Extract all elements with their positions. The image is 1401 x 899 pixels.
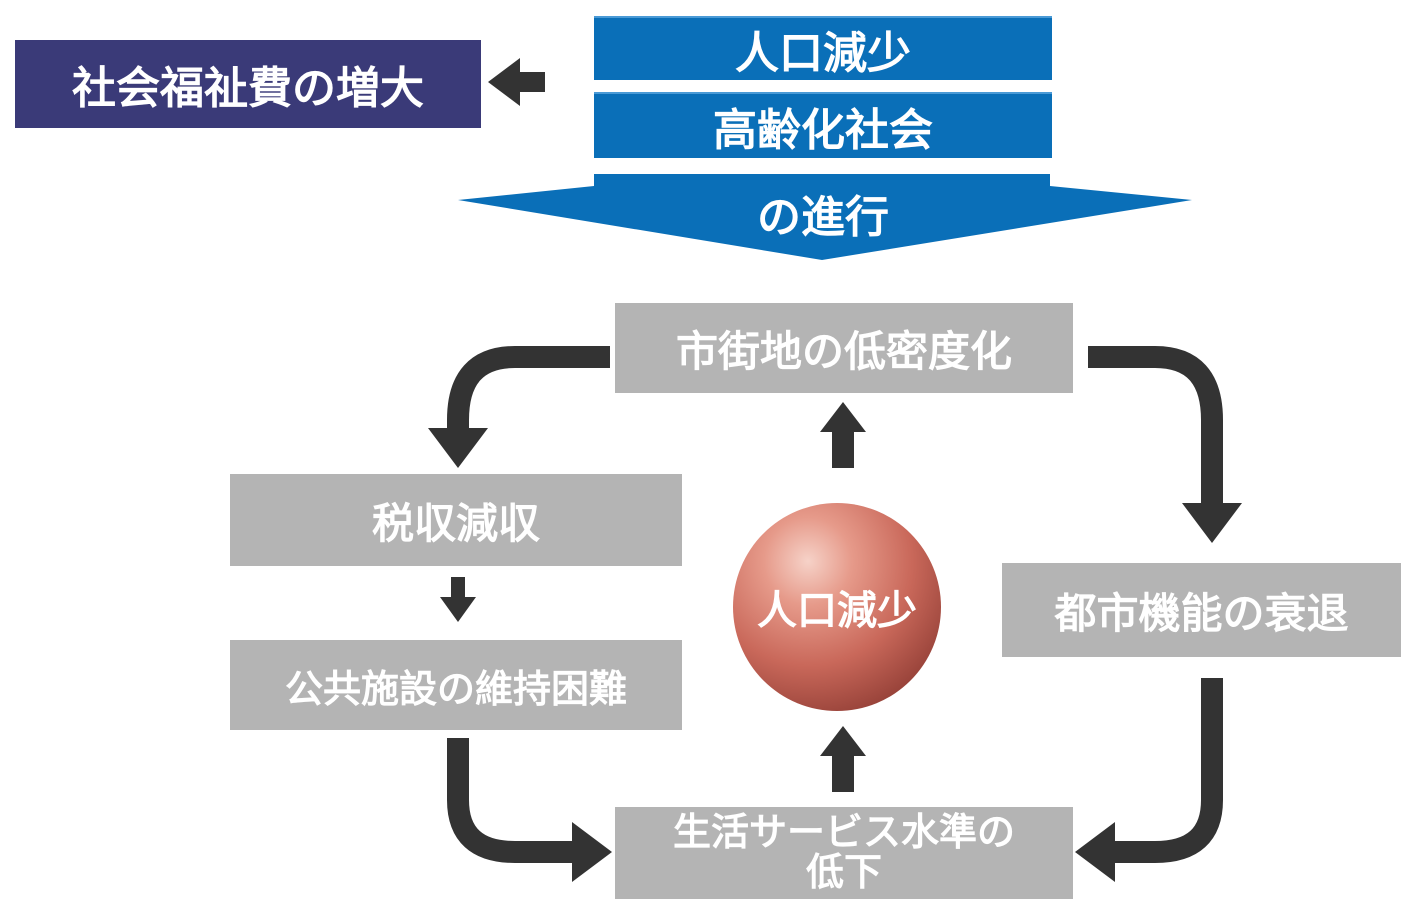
population-decline-label: 人口減少: [735, 28, 911, 79]
aging-society-label: 高齢化社会: [713, 105, 933, 156]
down-arrow-shaft: [451, 577, 465, 599]
curve-arrow-top-left: [447, 346, 610, 430]
tax-revenue-box: 税収減収: [230, 474, 682, 566]
public-facilities-box: 公共施設の維持困難: [230, 640, 682, 730]
urban-function-box: 都市機能の衰退: [1002, 563, 1401, 657]
up-arrow-top-shaft: [832, 428, 854, 468]
aging-society-box: 高齢化社会: [594, 92, 1052, 158]
life-service-label-line2: 低下: [805, 850, 882, 894]
population-decline-box: 人口減少: [594, 16, 1052, 80]
up-arrow-bottom-shaft: [832, 752, 854, 792]
progress-label: の進行: [757, 192, 889, 243]
up-arrow-bottom-icon: [820, 726, 866, 756]
arrowhead-bottom-left-icon: [572, 822, 612, 882]
curve-arrow-top-right: [1088, 346, 1223, 505]
curve-arrow-bottom-right: [1112, 678, 1223, 863]
life-service-label-line1: 生活サービス水準の: [672, 810, 1015, 855]
curve-arrow-bottom-left: [447, 738, 575, 863]
progress-label-wrap: の進行: [594, 180, 1052, 246]
urban-function-label: 都市機能の衰退: [1054, 588, 1349, 638]
down-arrow-icon: [440, 597, 476, 622]
social-welfare-box: 社会福祉費の増大: [15, 40, 481, 128]
social-welfare-label: 社会福祉費の増大: [72, 63, 424, 114]
public-facilities-label: 公共施設の維持困難: [284, 666, 627, 711]
life-service-box: 生活サービス水準の 低下: [615, 807, 1073, 899]
population-sphere: 人口減少: [733, 503, 941, 711]
left-arrow-icon: [488, 58, 545, 106]
arrowhead-bottom-right-icon: [1075, 822, 1115, 882]
urban-density-box: 市街地の低密度化: [615, 303, 1073, 393]
arrowhead-top-right-icon: [1182, 503, 1242, 543]
tax-revenue-label: 税収減収: [371, 498, 540, 548]
up-arrow-top-icon: [820, 402, 866, 432]
sphere-label: 人口減少: [757, 588, 917, 634]
progress-chevron: [458, 174, 1192, 260]
urban-density-label: 市街地の低密度化: [675, 326, 1012, 376]
arrowhead-top-left-icon: [428, 428, 488, 468]
